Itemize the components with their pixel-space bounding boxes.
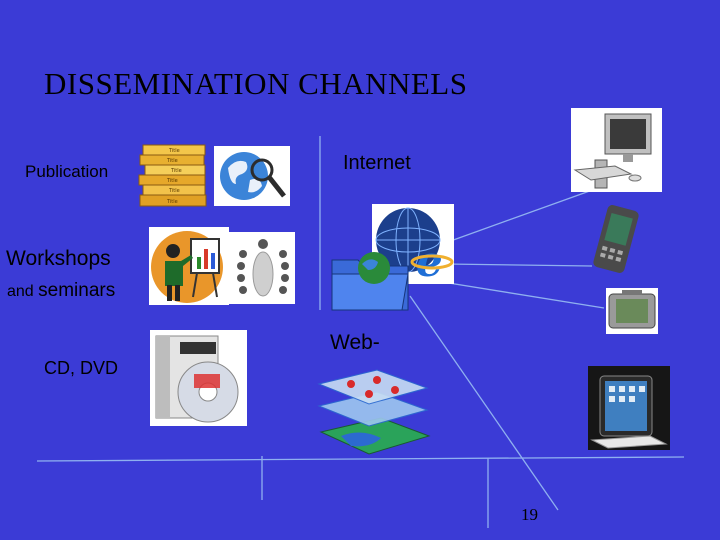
gis-layers-icon (317, 369, 431, 455)
ipad-keyboard-icon (588, 366, 670, 450)
link-tablet (409, 295, 559, 511)
page-number: 19 (521, 505, 538, 524)
seminars-label: and seminars (7, 280, 115, 302)
workshops-label: Workshops (6, 247, 111, 270)
seminars-word: seminars (38, 280, 116, 301)
globe-magnifier-icon (214, 146, 290, 206)
smartphone-icon (593, 205, 639, 273)
meeting-icon (229, 232, 295, 304)
book-spine-text: Title (170, 168, 182, 174)
folder-globe-icon (331, 252, 409, 311)
desktop-computer-icon (571, 108, 662, 192)
link-computer (444, 187, 599, 244)
book-spine-text: Title (166, 199, 178, 205)
link-phone (444, 263, 593, 267)
publication-label: Publication (25, 162, 109, 181)
baseline-line (36, 456, 685, 462)
book-spine-text: Title (166, 158, 178, 164)
link-camera (429, 279, 605, 309)
book-spine-text: Title (168, 188, 180, 194)
tablet-device-icon (606, 288, 658, 334)
internet-label: Internet (343, 152, 411, 174)
internet-globe-icon: e (372, 204, 454, 284)
book-spine-text: Title (168, 148, 180, 154)
dvd-case-icon (150, 330, 247, 426)
books-icon: Title Title Title Title Title Title (138, 144, 207, 207)
svg-text:e: e (416, 237, 443, 284)
presenter-icon (149, 227, 229, 305)
book-spine-text: Title (166, 178, 178, 184)
seminars-prefix: and (7, 283, 34, 300)
slide-title: DISSEMINATION CHANNELS (44, 66, 468, 101)
cd-dvd-label: CD, DVD (44, 358, 119, 378)
web-gis-label: Web- (330, 331, 380, 354)
